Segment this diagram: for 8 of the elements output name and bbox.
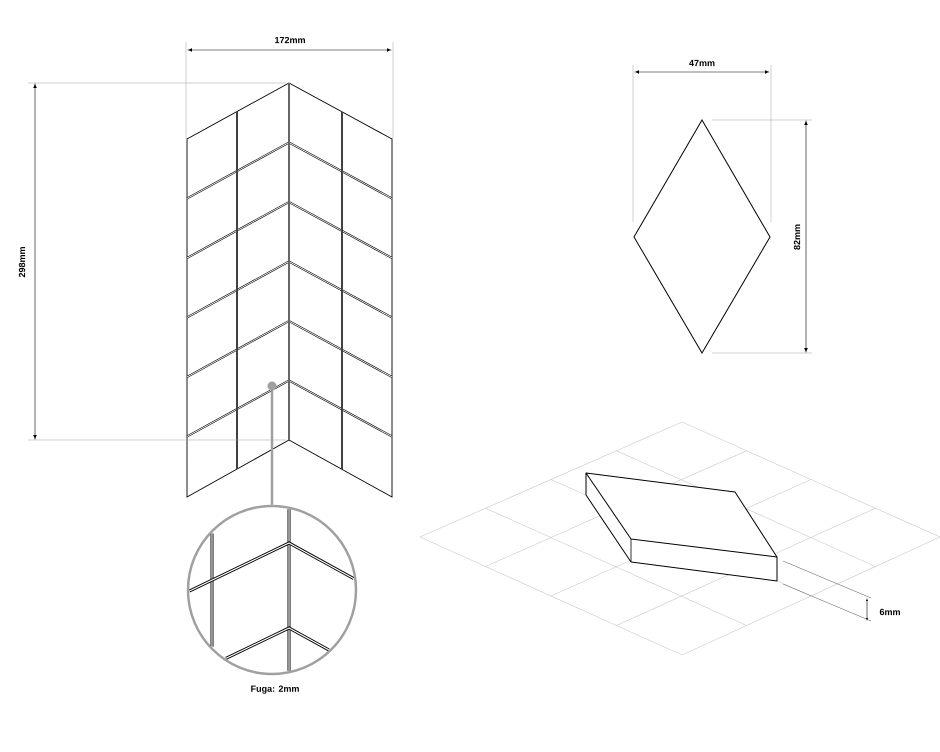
dimension-label: 298mm: [18, 247, 26, 278]
dimension-label: 6mm: [880, 608, 900, 616]
grout-point: [268, 382, 276, 390]
dimension-label: 172mm: [275, 36, 305, 44]
leader-line: [270, 390, 274, 505]
dimension-label: 82mm: [794, 224, 800, 250]
node-label: Fuga: 2mm: [251, 686, 299, 694]
dimension-label: 47mm: [689, 60, 714, 66]
